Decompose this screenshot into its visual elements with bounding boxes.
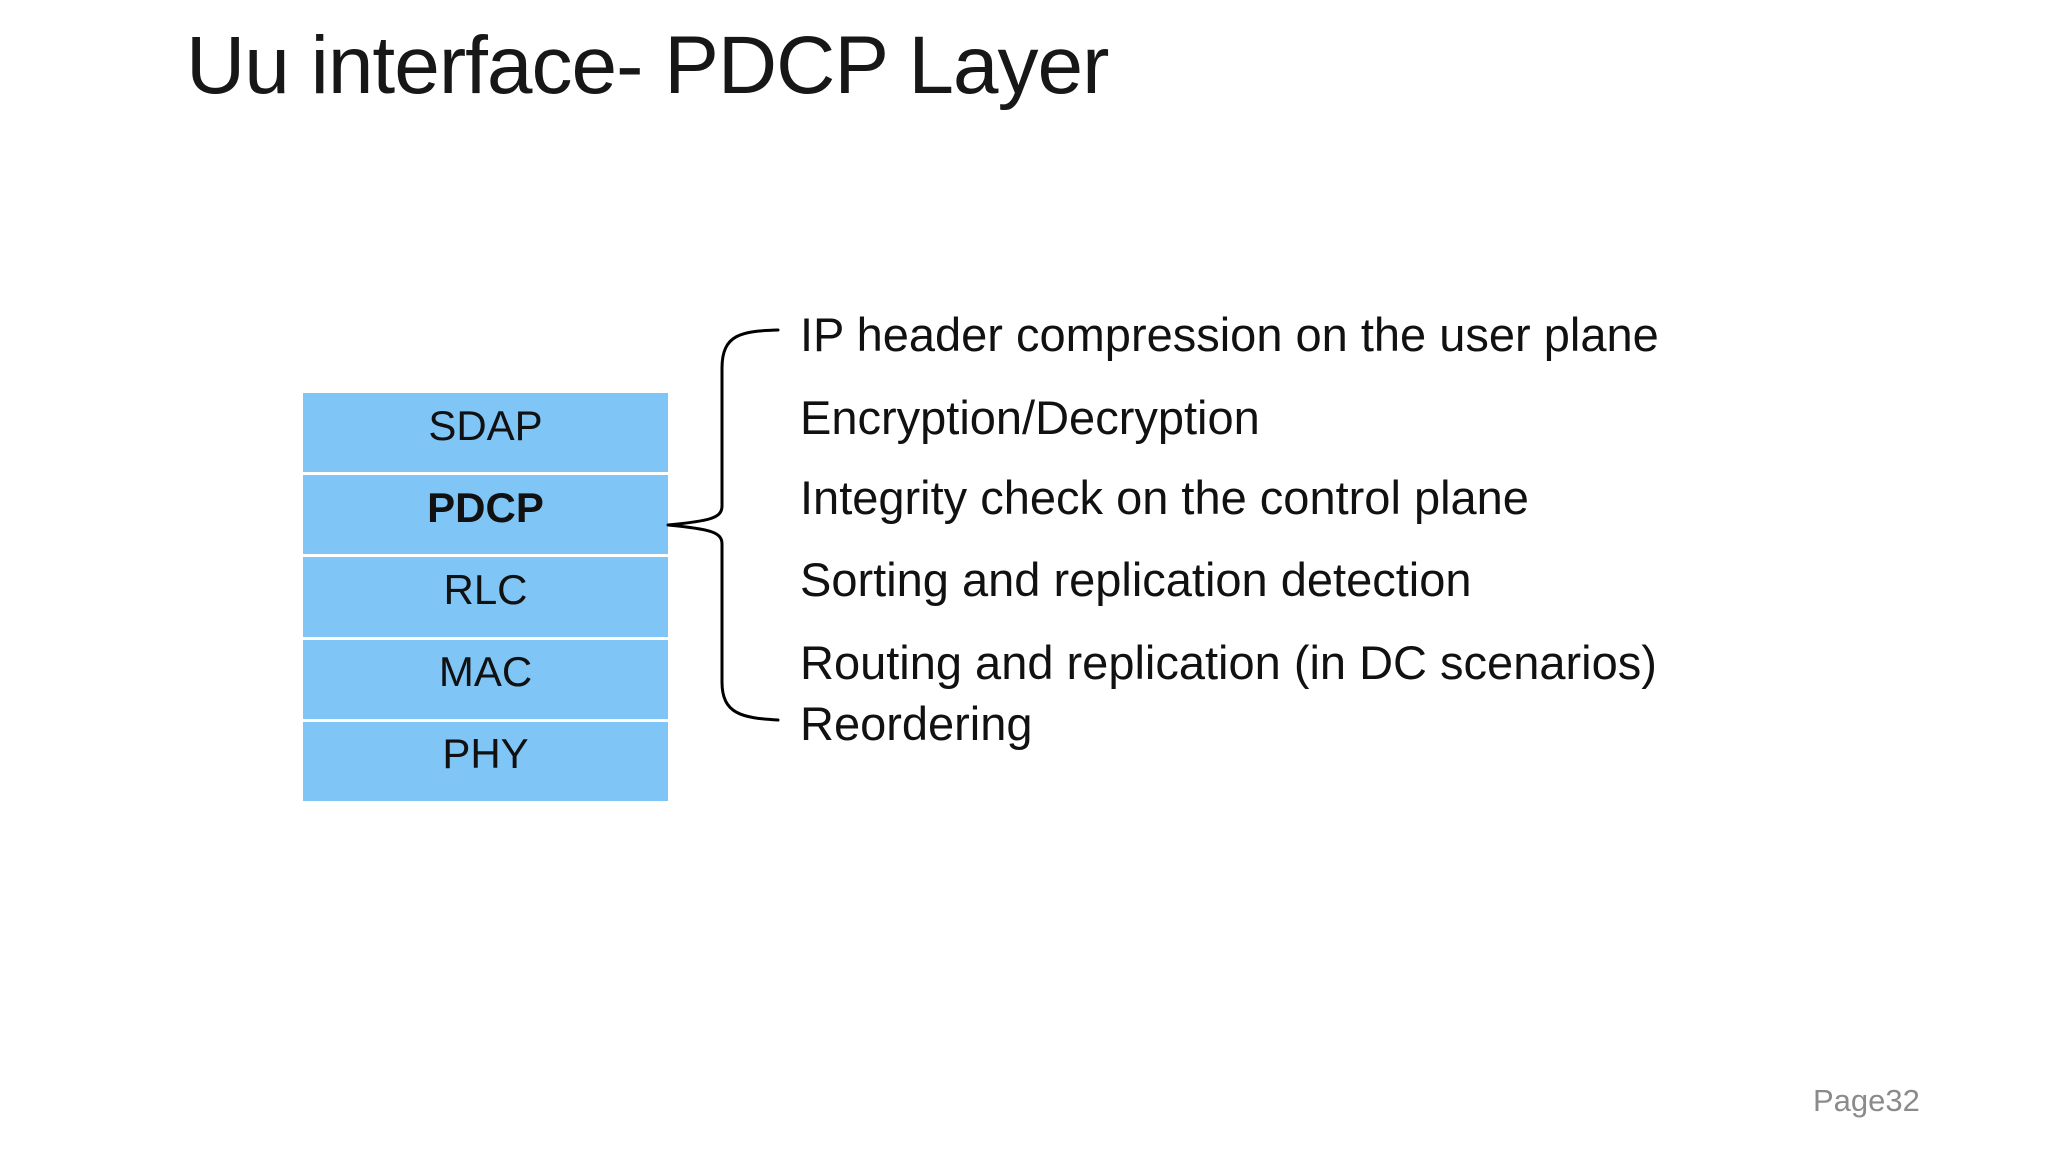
function-item: Routing and replication (in DC scenarios…	[800, 636, 1657, 689]
slide-title: Uu interface- PDCP Layer	[186, 20, 1109, 111]
stack-layer-label: MAC	[438, 648, 533, 696]
stack-layer-label: SDAP	[428, 401, 543, 449]
page-number: Page32	[1813, 1083, 1920, 1118]
function-item: Reordering	[800, 697, 1033, 750]
function-item: Encryption/Decryption	[800, 391, 1260, 444]
curly-brace-icon	[666, 328, 780, 722]
stack-layer-label: PDCP	[427, 483, 544, 531]
stack-layer-sdap: SDAP	[303, 393, 668, 473]
stack-layer-mac: MAC	[303, 639, 668, 719]
stack-layer-rlc: RLC	[303, 557, 668, 637]
stack-layer-label: RLC	[443, 566, 528, 613]
stack-layer-pdcp: PDCP	[303, 475, 668, 555]
protocol-stack: SDAP PDCP RLC MAC PHY	[303, 393, 668, 802]
stack-layer-phy: PHY	[303, 721, 668, 802]
function-item: Sorting and replication detection	[800, 553, 1472, 606]
function-item: IP header compression on the user plane	[800, 308, 1659, 361]
stack-layer-label: PHY	[442, 730, 529, 778]
function-item: Integrity check on the control plane	[800, 471, 1529, 524]
